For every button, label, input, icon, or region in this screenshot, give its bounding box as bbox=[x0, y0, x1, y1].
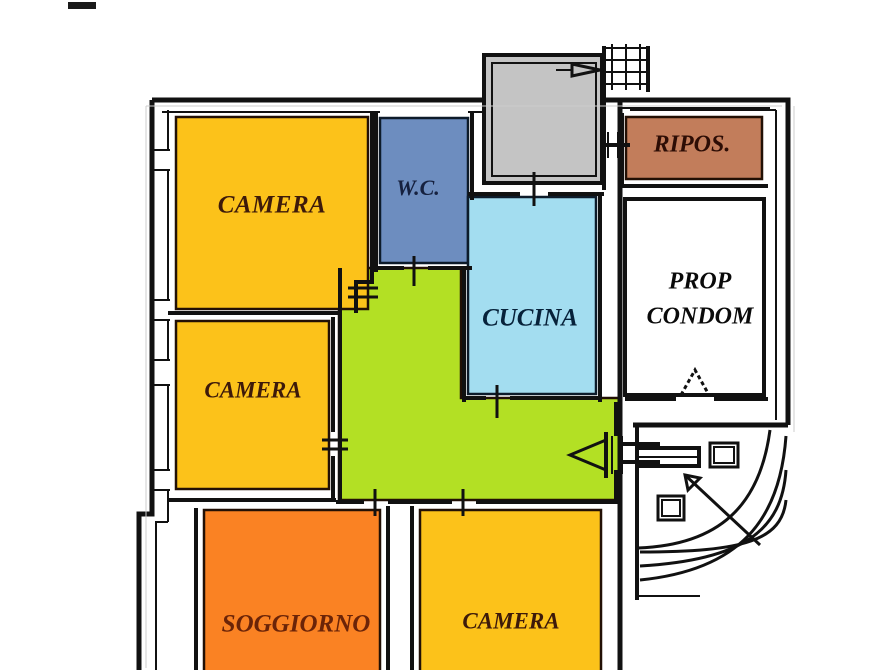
common-block-outer-wall bbox=[620, 97, 791, 425]
label-ripostiglio: RIPOS. bbox=[653, 132, 731, 158]
room-soggiorno bbox=[202, 508, 382, 670]
label-cucina: CUCINA bbox=[482, 305, 578, 332]
label-propcondom-line1: PROP bbox=[668, 269, 732, 295]
label-soggiorno: SOGGIORNO bbox=[222, 611, 371, 638]
stair-fixtures bbox=[656, 441, 740, 522]
room-camera-1 bbox=[174, 115, 370, 311]
common-block-inner-wall bbox=[630, 109, 777, 420]
room-wc bbox=[378, 116, 470, 265]
wall-ripos-outline bbox=[620, 113, 768, 188]
entry-door-arrow bbox=[566, 432, 660, 478]
label-propcondom-line2: CONDOM bbox=[647, 304, 755, 330]
room-proprieta-condominiale bbox=[623, 197, 766, 397]
door-ripos-left bbox=[600, 132, 630, 158]
label-camera-3: CAMERA bbox=[462, 608, 559, 633]
balcony-railing-detail bbox=[556, 44, 650, 92]
black-bar-marker bbox=[68, 2, 96, 9]
room-camera-2 bbox=[174, 319, 331, 491]
label-wc: W.C. bbox=[396, 175, 440, 200]
label-camera-1: CAMERA bbox=[218, 192, 327, 219]
room-cucina bbox=[466, 195, 598, 396]
stair-bar-fixture bbox=[635, 446, 701, 468]
room-camera-3 bbox=[418, 508, 603, 670]
balcony-inner-outline bbox=[491, 62, 597, 177]
construction-guidelines bbox=[145, 105, 795, 668]
room-ripostiglio bbox=[624, 115, 764, 181]
window-openings-left bbox=[152, 149, 170, 491]
label-camera-2: CAMERA bbox=[204, 377, 301, 402]
door-hinge-marks bbox=[322, 172, 536, 516]
outer-wall-left-inner bbox=[155, 110, 169, 670]
stair-direction-arrow bbox=[683, 473, 762, 547]
door-propcondom-bottom bbox=[678, 366, 712, 397]
